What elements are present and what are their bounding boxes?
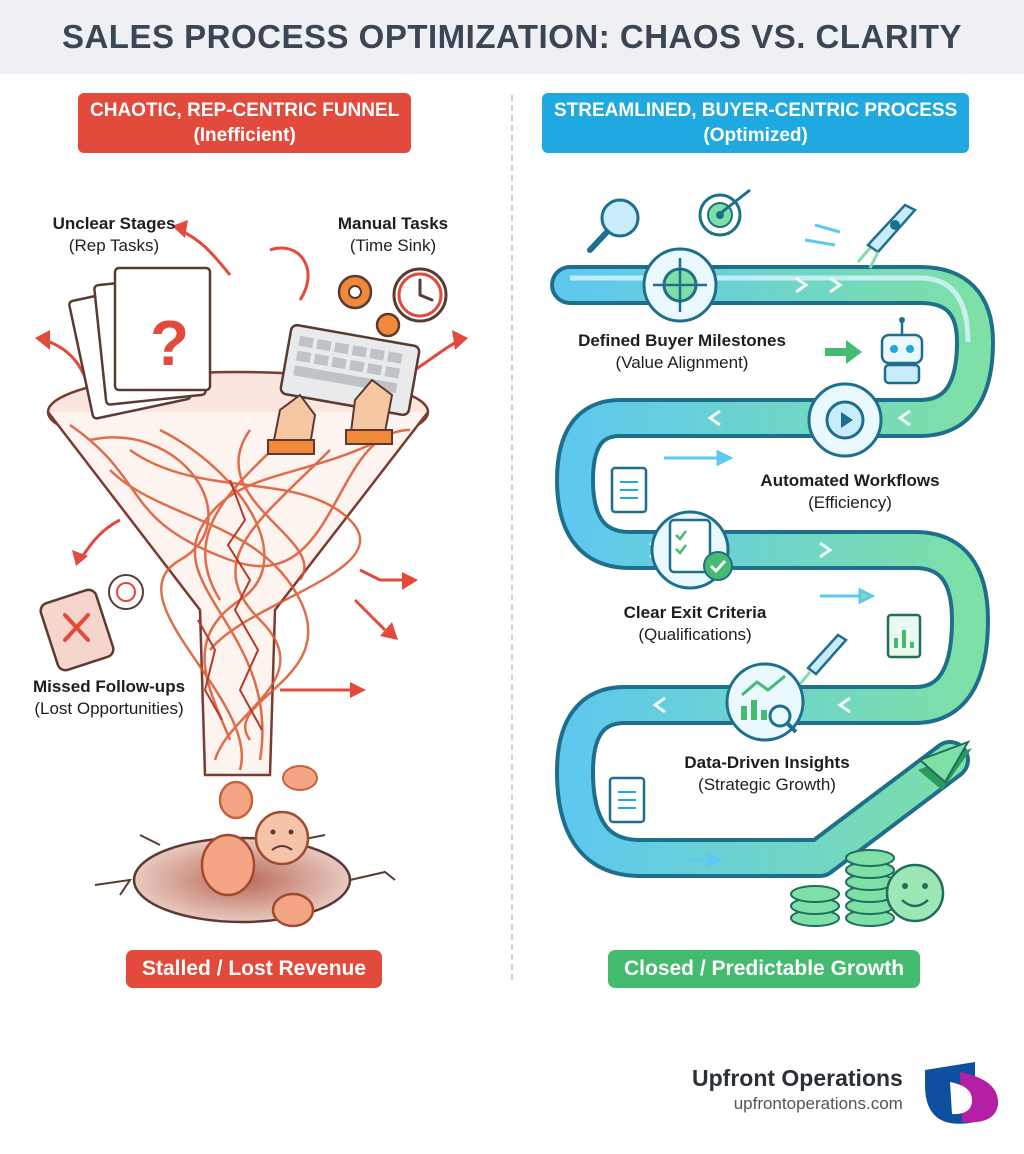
report-icon [886, 613, 922, 659]
brand-url: upfrontoperations.com [733, 1094, 903, 1113]
documents-question-icon: ? [68, 266, 212, 420]
label-title: Manual Tasks [337, 214, 449, 233]
rocket-icon [856, 203, 918, 269]
magnifier-icon [587, 198, 640, 253]
label-title: Automated Workflows [760, 471, 940, 490]
milestone-target-badge [642, 247, 718, 323]
label-subtitle: (Strategic Growth) [698, 775, 836, 794]
upfront-logo [925, 1062, 999, 1124]
left-header-title: CHAOTIC, REP-CENTRIC FUNNEL [90, 100, 400, 121]
label-subtitle: (Value Alignment) [615, 353, 749, 372]
revenue-hole-icon [94, 765, 396, 928]
label-automated-workflows: Automated Workflows (Efficiency) [740, 470, 960, 514]
label-subtitle: (Lost Opportunities) [34, 699, 184, 718]
label-unclear-stages: Unclear Stages (Rep Tasks) [24, 213, 204, 257]
chaotic-funnel: ? [35, 220, 468, 928]
small-rocket-icon [798, 633, 848, 685]
right-header-subtitle: (Optimized) [703, 125, 808, 146]
right-header-title: STREAMLINED, BUYER-CENTRIC PROCESS [554, 100, 958, 121]
target-icon [698, 188, 751, 237]
label-manual-tasks: Manual Tasks (Time Sink) [318, 213, 468, 257]
label-title: Data-Driven Insights [684, 753, 850, 772]
brand-name: Upfront Operations [692, 1065, 903, 1091]
analytics-badge [725, 662, 805, 742]
document-icon [610, 466, 648, 514]
label-title: Missed Follow-ups [32, 677, 186, 696]
label-missed-follow-ups: Missed Follow-ups (Lost Opportunities) [14, 676, 204, 720]
streamlined-pipeline [550, 188, 995, 927]
label-title: Clear Exit Criteria [623, 603, 767, 622]
automation-gear-badge [807, 382, 883, 458]
label-subtitle: (Qualifications) [638, 625, 752, 644]
label-defined-buyer-milestones: Defined Buyer Milestones (Value Alignmen… [562, 330, 802, 374]
page-title: SALES PROCESS OPTIMIZATION: CHAOS VS. CL… [61, 18, 963, 55]
brand-block: Upfront Operations upfrontoperations.com [692, 1065, 903, 1114]
stalled-revenue-tag: Stalled / Lost Revenue [126, 950, 383, 988]
label-subtitle: (Rep Tasks) [68, 236, 160, 255]
svg-text:?: ? [150, 307, 189, 379]
checklist-badge [650, 510, 733, 590]
label-subtitle: (Time Sink) [349, 236, 437, 255]
gears-clock-icon [337, 267, 448, 338]
center-divider [511, 95, 513, 980]
keyboard-hands-icon [267, 323, 421, 455]
label-title: Unclear Stages [52, 214, 176, 233]
document-icon-2 [608, 776, 646, 824]
label-subtitle: (Efficiency) [808, 493, 892, 512]
predictable-growth-tag: Closed / Predictable Growth [608, 950, 921, 988]
left-header-tag: CHAOTIC, REP-CENTRIC FUNNEL (Inefficient… [78, 93, 412, 153]
label-data-driven-insights: Data-Driven Insights (Strategic Growth) [662, 752, 872, 796]
label-title: Defined Buyer Milestones [578, 331, 786, 350]
left-header-subtitle: (Inefficient) [193, 125, 296, 146]
label-clear-exit-criteria: Clear Exit Criteria (Qualifications) [600, 602, 790, 646]
phone-missed-icon [39, 574, 144, 672]
right-header-tag: STREAMLINED, BUYER-CENTRIC PROCESS (Opti… [542, 93, 970, 153]
robot-icon [825, 317, 924, 385]
title-bar: SALES PROCESS OPTIMIZATION: CHAOS VS. CL… [0, 0, 1024, 74]
coin-stacks-icon [790, 849, 945, 927]
